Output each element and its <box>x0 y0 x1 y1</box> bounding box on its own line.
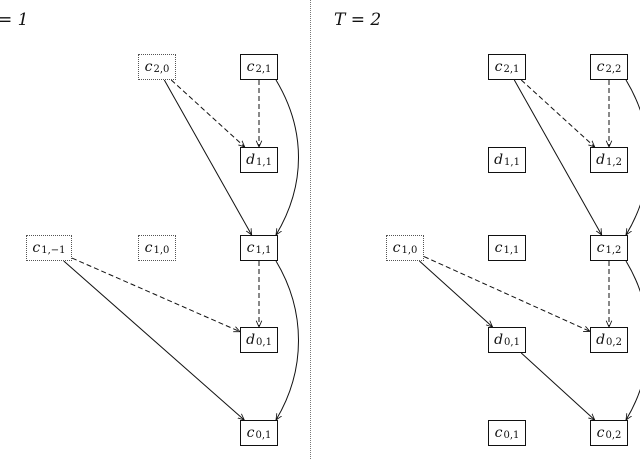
node-subscript: 0,1 <box>504 336 520 348</box>
node-variable: d <box>596 332 606 348</box>
right-panel-title: T = 2 <box>334 10 382 30</box>
node-subscript: 2,1 <box>255 63 272 75</box>
node-variable: c <box>246 59 255 75</box>
node-subscript: 0,2 <box>605 429 622 441</box>
node-variable: d <box>494 152 504 168</box>
node-variable: d <box>246 152 256 168</box>
edge-L_c20-to-L_d11 <box>170 79 244 147</box>
edge-R_d01-to-R_c02 <box>520 352 594 420</box>
node-subscript: 1,0 <box>153 244 170 256</box>
node-variable: c <box>144 240 153 256</box>
node-subscript: 2,2 <box>605 63 622 75</box>
node-subscript: 2,0 <box>153 63 170 75</box>
node-variable: d <box>596 152 606 168</box>
edge-L_c20-to-L_c11 <box>163 79 251 235</box>
node-subscript: 0,1 <box>255 429 272 441</box>
edge-R_c10-to-R_d01 <box>419 260 492 327</box>
node-variable: d <box>494 332 504 348</box>
node-variable: c <box>494 59 503 75</box>
left-panel-title: = 1 <box>0 10 29 30</box>
node-subscript: 1,2 <box>606 156 622 168</box>
node-subscript: 0,1 <box>503 429 520 441</box>
node-subscript: 1,1 <box>255 244 272 256</box>
edge-R_c22-to-R_c12 <box>626 79 640 235</box>
node-subscript: 0,1 <box>256 336 272 348</box>
node-subscript: 1,2 <box>605 244 622 256</box>
node-variable: c <box>246 240 255 256</box>
node-variable: c <box>144 59 153 75</box>
edge-L_c21-to-L_c11 <box>276 79 299 235</box>
edge-L_c1m1-to-L_c01 <box>63 260 244 420</box>
panel-divider <box>310 0 311 459</box>
node-variable: c <box>494 240 503 256</box>
node-variable: d <box>246 332 256 348</box>
node-variable: c <box>392 240 401 256</box>
node-subscript: 2,1 <box>503 63 520 75</box>
edge-R_c12-to-R_c02 <box>626 260 640 420</box>
node-variable: c <box>32 240 41 256</box>
node-variable: c <box>596 240 605 256</box>
node-subscript: 1,0 <box>401 244 418 256</box>
node-subscript: 1,1 <box>256 156 272 168</box>
node-subscript: 0,2 <box>606 336 622 348</box>
edge-L_c1m1-to-L_d01 <box>71 257 240 333</box>
edge-R_c21-to-R_d12 <box>520 79 594 147</box>
node-variable: c <box>596 59 605 75</box>
node-subscript: 1,1 <box>503 244 520 256</box>
node-subscript: 1,−1 <box>41 244 66 256</box>
node-subscript: 1,1 <box>504 156 520 168</box>
node-variable: c <box>494 425 503 441</box>
edge-R_c10-to-R_d02 <box>423 256 590 332</box>
node-variable: c <box>246 425 255 441</box>
edge-R_c21-to-R_c12 <box>513 79 601 235</box>
edge-L_c11-to-L_c01 <box>276 260 299 420</box>
node-variable: c <box>596 425 605 441</box>
